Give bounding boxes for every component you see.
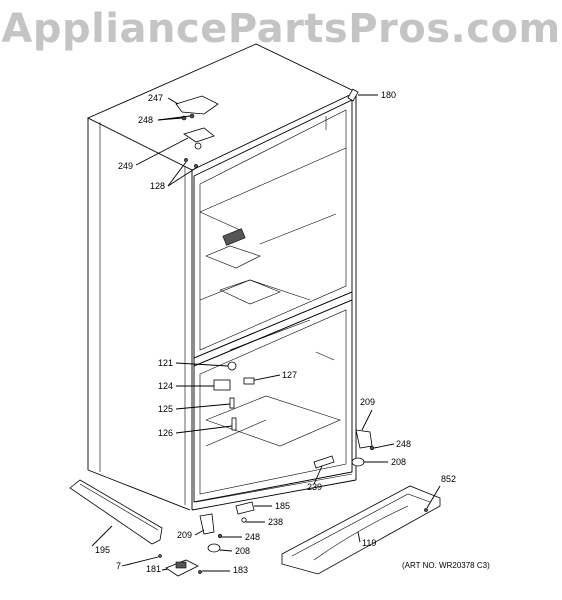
- part-852: [424, 485, 441, 512]
- callout-208: 208: [391, 457, 406, 467]
- freezer-compartment: [193, 299, 353, 503]
- part-239: [313, 455, 335, 485]
- left-bottom-hinge: [194, 513, 242, 553]
- fresh-food-compartment: [193, 99, 353, 359]
- callout-248: 248: [396, 439, 411, 449]
- callout-7: 7: [116, 561, 121, 571]
- mullion: [193, 291, 353, 367]
- callout-127: 127: [282, 370, 297, 380]
- callout-239: 239: [307, 482, 322, 492]
- callout-185: 185: [275, 501, 290, 511]
- callout-238: 238: [268, 517, 283, 527]
- hinge-pins-128: [167, 158, 198, 187]
- part-7: [121, 554, 162, 567]
- top-hinge-249: [135, 127, 215, 166]
- callout-248: 248: [245, 532, 260, 542]
- callout-247: 247: [148, 93, 163, 103]
- parts-181-183: [161, 559, 230, 577]
- callout-180: 180: [381, 90, 396, 100]
- kick-plate-195: [69, 479, 163, 547]
- cabinet-shell: [86, 43, 358, 511]
- base-grille-119: [281, 485, 441, 575]
- callout-209: 209: [360, 397, 375, 407]
- parts-185-238: [235, 501, 272, 523]
- callout-209: 209: [177, 530, 192, 540]
- top-hinge-cover-247: [167, 95, 219, 115]
- callout-labels: 247 248 249 128 180 121 124 127 125 126 209 248 208 2…: [95, 90, 456, 575]
- callout-249: 249: [118, 161, 133, 171]
- callout-183: 183: [233, 565, 248, 575]
- right-bottom-hinge: [351, 409, 395, 467]
- part-180: [347, 88, 378, 102]
- callout-121: 121: [158, 358, 173, 368]
- callout-181: 181: [146, 564, 161, 574]
- callout-124: 124: [158, 381, 173, 391]
- freezer-parts: [175, 361, 281, 434]
- callout-208: 208: [235, 546, 250, 556]
- screws-248-top: [157, 113, 195, 121]
- callout-125: 125: [158, 404, 173, 414]
- callout-195: 195: [95, 545, 110, 555]
- callout-248: 248: [138, 115, 153, 125]
- callout-126: 126: [158, 428, 173, 438]
- callout-119: 119: [362, 538, 376, 548]
- callout-128: 128: [150, 181, 165, 191]
- callout-852: 852: [441, 474, 456, 484]
- art-number: (ART NO. WR20378 C3): [402, 561, 490, 570]
- watermark: AppliancePartsPros.com: [1, 6, 561, 52]
